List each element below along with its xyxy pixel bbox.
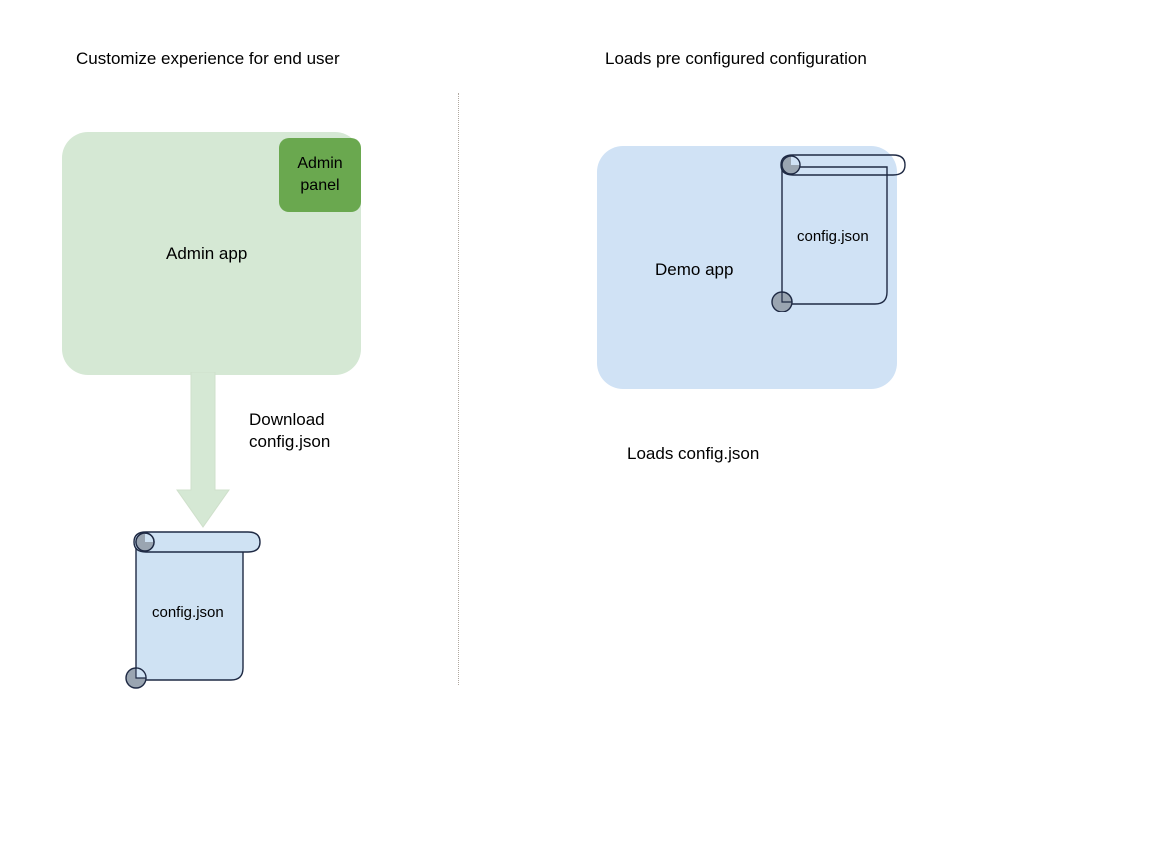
right-column-title: Loads pre configured configuration xyxy=(605,49,867,68)
left-scroll-filename-label: config.json xyxy=(152,604,224,621)
admin-app-label: Admin app xyxy=(166,244,248,263)
admin-panel-label-line2: panel xyxy=(300,177,340,194)
download-arrow-label: Download config.json xyxy=(249,409,330,453)
right-scroll-filename-label: config.json xyxy=(797,228,869,245)
download-arrow-label-line1: Download xyxy=(249,410,325,429)
download-arrow-label-line2: config.json xyxy=(249,432,331,451)
demo-app-container xyxy=(597,146,897,389)
demo-app-label: Demo app xyxy=(655,260,734,279)
left-column-title: Customize experience for end user xyxy=(76,49,340,68)
admin-panel-label: Admin panel xyxy=(297,153,342,197)
loads-config-caption: Loads config.json xyxy=(627,444,760,463)
down-arrow-icon xyxy=(176,372,230,528)
admin-panel-label-line1: Admin xyxy=(297,155,343,172)
scroll-document-icon xyxy=(125,531,261,689)
scroll-document-icon xyxy=(771,154,906,312)
admin-panel-button[interactable]: Admin panel xyxy=(279,138,361,212)
vertical-dotted-divider-icon xyxy=(458,93,459,685)
